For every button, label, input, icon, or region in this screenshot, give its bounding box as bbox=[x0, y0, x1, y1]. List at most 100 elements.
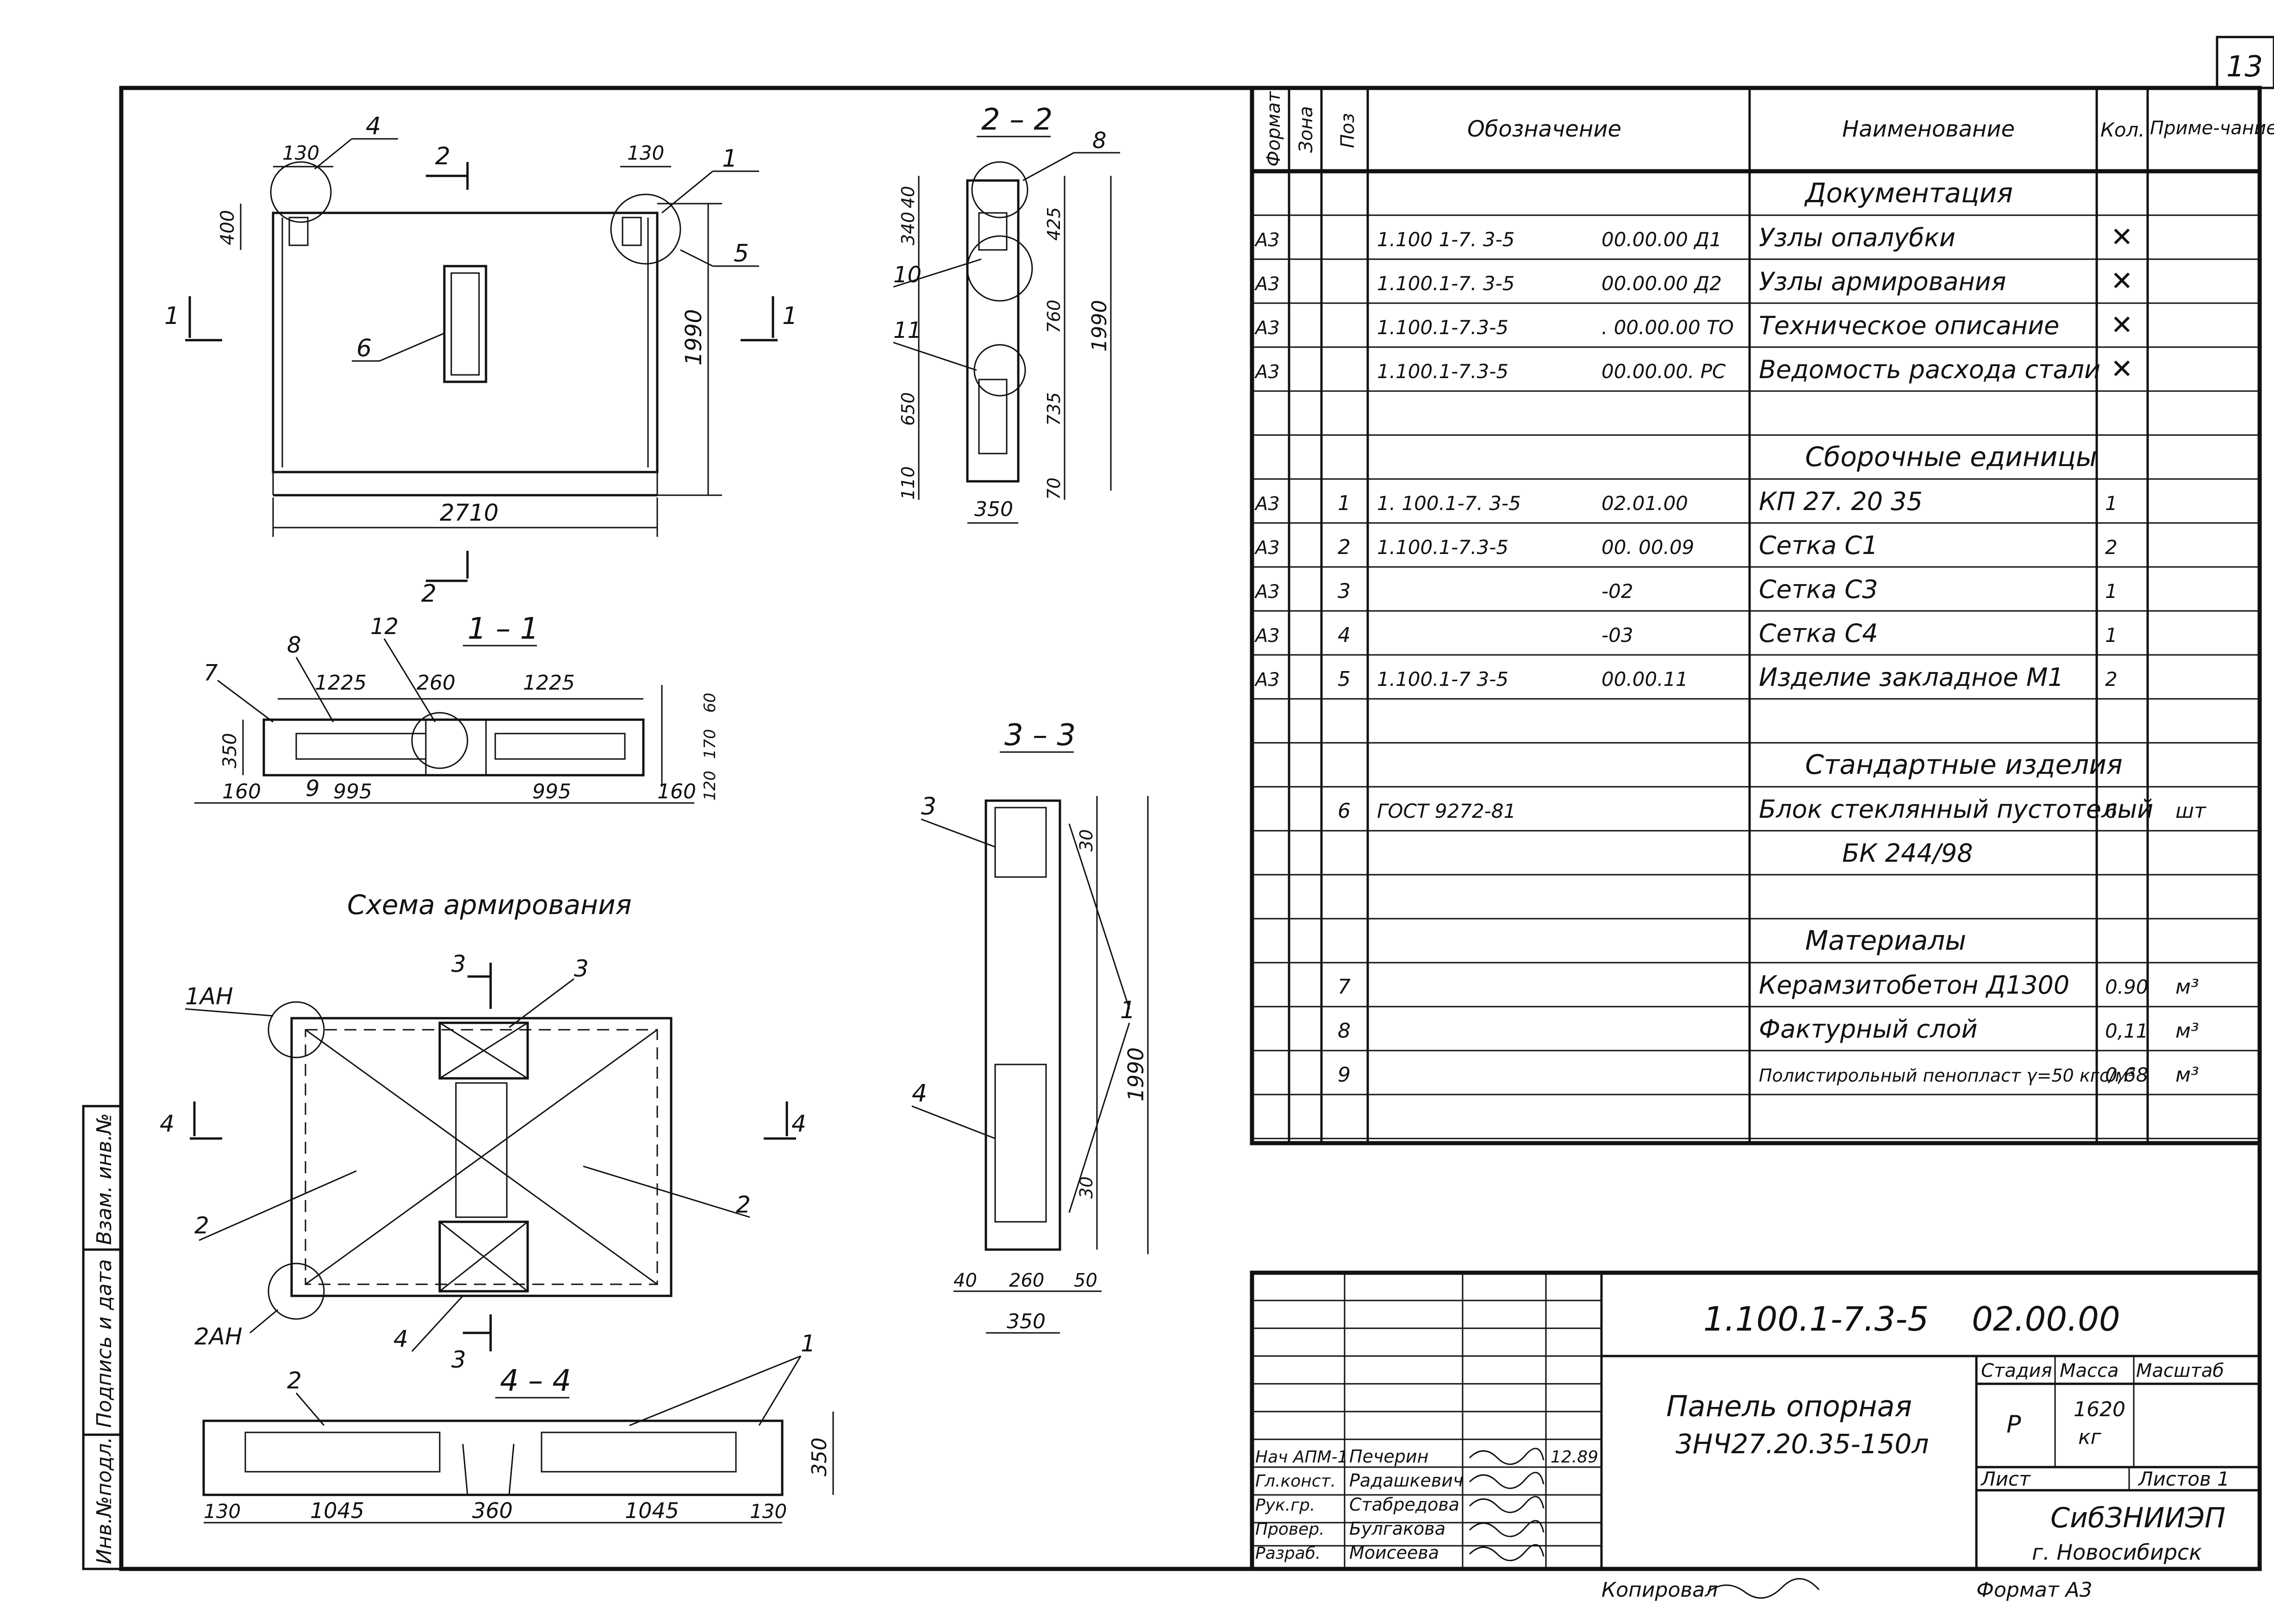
col-pos: Поз bbox=[1337, 113, 1358, 148]
section-1-1: 1 – 1 1225 260 1225 160 995 995 160 350 … bbox=[194, 612, 719, 804]
side-stamp: Инв.№подл. Подпись и дата Взам. инв.№ bbox=[82, 1105, 123, 1570]
signer-name: Моисеева bbox=[1349, 1543, 1439, 1563]
dim-height: 1990 bbox=[681, 309, 707, 366]
spec-row-des1: 1.100.1-7.3-5 bbox=[1377, 316, 1508, 339]
col-designation: Обозначение bbox=[1467, 116, 1621, 142]
col-qty: Кол. bbox=[2100, 118, 2145, 141]
spec-row-format: А3 bbox=[1254, 669, 1280, 691]
spec-row-name: Сетка С4 bbox=[1759, 619, 1878, 648]
s11-dim-r2: 170 bbox=[701, 729, 719, 759]
s22-callout-8: 8 bbox=[1092, 128, 1107, 154]
title-stage-label: Стадия bbox=[1981, 1360, 2052, 1381]
spec-row-name: БК 244/98 bbox=[1842, 839, 1973, 868]
reinf-callout-4: 4 bbox=[393, 1325, 408, 1352]
signature-mark bbox=[1469, 1520, 1545, 1537]
s44-dim-h: 350 bbox=[808, 1437, 831, 1476]
spec-row-name: Ведомость расхода стали bbox=[1759, 355, 2100, 384]
spec-row-format: А3 bbox=[1254, 274, 1280, 295]
reinf-callout-1an: 1АН bbox=[185, 983, 233, 1010]
signature-mark bbox=[1469, 1544, 1545, 1562]
reinf-callout-2-left: 2 bbox=[194, 1212, 209, 1239]
signer-name: Печерин bbox=[1349, 1446, 1428, 1467]
reinf-callout-2an: 2АН bbox=[194, 1323, 243, 1350]
spec-row-pos: 7 bbox=[1338, 975, 1351, 999]
spec-row-format: А3 bbox=[1254, 537, 1280, 559]
spec-row-pos: 1 bbox=[1338, 492, 1351, 515]
title-name-2: 3НЧ27.20.35-150л bbox=[1676, 1428, 1929, 1460]
s33-dim-total: 1990 bbox=[1123, 1047, 1148, 1101]
reinf-section-4-right: 4 bbox=[791, 1110, 806, 1137]
spec-row-format: А3 bbox=[1254, 581, 1280, 603]
spec-row-qty: ✕ bbox=[2111, 353, 2133, 385]
s22-callout-11: 11 bbox=[893, 317, 922, 343]
section-mark-1-left: 1 bbox=[164, 302, 180, 330]
title-scale-label: Масштаб bbox=[2136, 1360, 2224, 1381]
s11-callout-9: 9 bbox=[305, 776, 320, 802]
spec-row-des2: 02.01.00 bbox=[1601, 492, 1688, 515]
spec-row-des2: 00.00.00. РС bbox=[1601, 360, 1726, 383]
spec-row-note: м³ bbox=[2175, 1019, 2199, 1043]
s11-dim-a: 1225 bbox=[315, 671, 367, 695]
title-org-2: г. Новосибирск bbox=[2032, 1540, 2202, 1565]
section-2-2-title: 2 – 2 bbox=[981, 103, 1053, 137]
s11-dim-e: 995 bbox=[333, 780, 372, 803]
s22-dim-g: 110 bbox=[898, 466, 918, 500]
sheet-frame bbox=[119, 86, 2262, 1571]
s11-dim-r1: 60 bbox=[701, 693, 719, 713]
s22-dim-total: 1990 bbox=[1088, 300, 1111, 352]
s44-dim-b: 1045 bbox=[310, 1498, 364, 1523]
s11-dim-f: 995 bbox=[532, 780, 571, 803]
signature-mark bbox=[1469, 1472, 1545, 1489]
spec-row-qty: 1 bbox=[2105, 580, 2118, 603]
title-mass-unit: кг bbox=[2078, 1425, 2102, 1449]
section-1-1-title: 1 – 1 bbox=[467, 612, 539, 646]
s44-dim-c: 360 bbox=[472, 1498, 513, 1523]
spec-row-qty: ✕ bbox=[2111, 265, 2133, 297]
section-3-3-title: 3 – 3 bbox=[1004, 718, 1076, 753]
callout-6: 6 bbox=[356, 335, 372, 362]
section-mark-1-right: 1 bbox=[782, 302, 797, 330]
title-date: 12.89 bbox=[1551, 1448, 1598, 1467]
spec-row-pos: 9 bbox=[1338, 1063, 1351, 1087]
spec-row-note: шт bbox=[2175, 799, 2206, 823]
title-sheets-label: Листов 1 bbox=[2137, 1468, 2230, 1490]
title-sheet-label: Лист bbox=[1980, 1468, 2031, 1490]
section-4-4-title: 4 – 4 bbox=[500, 1364, 571, 1398]
spec-row-qty: 0,68 bbox=[2105, 1064, 2149, 1086]
signer-role: Провер. bbox=[1255, 1520, 1325, 1539]
spec-row-des2: 00.00.00 Д1 bbox=[1601, 228, 1722, 251]
s33-dim-d: 260 bbox=[1009, 1270, 1044, 1291]
section-3-3: 3 – 3 3 1 4 30 30 1990 40 260 50 350 bbox=[911, 718, 1149, 1334]
s11-callout-7: 7 bbox=[204, 660, 218, 686]
s22-dim-c: 425 bbox=[1044, 207, 1064, 241]
spec-row-heading: Материалы bbox=[1805, 925, 1966, 956]
section-2-2: 2 – 2 8 10 11 40 340 650 110 425 760 735… bbox=[893, 103, 1120, 524]
callout-4: 4 bbox=[366, 112, 381, 140]
s22-dim-a: 340 bbox=[898, 212, 918, 245]
spec-row-qty: 1 bbox=[2105, 492, 2118, 515]
spec-row-name: Полистирольный пенопласт γ=50 кгс/м³ bbox=[1759, 1065, 2135, 1086]
signer-role: Нач АПМ-1 bbox=[1255, 1448, 1348, 1467]
s11-dim-g: 160 bbox=[657, 780, 696, 803]
s11-callout-12: 12 bbox=[370, 614, 399, 640]
spec-row-pos: 8 bbox=[1338, 1019, 1351, 1043]
signer-name: Стабредова bbox=[1349, 1494, 1459, 1515]
spec-table: Формат Зона Поз Обозначение Наименование… bbox=[1250, 86, 2274, 1145]
reinf-section-3-top: 3 bbox=[451, 951, 466, 977]
spec-row-des1: 1.100.1-7. 3-5 bbox=[1377, 272, 1515, 295]
copied-signature bbox=[1707, 1578, 1820, 1599]
s33-dim-e: 50 bbox=[1074, 1270, 1097, 1291]
s33-callout-1: 1 bbox=[1120, 996, 1135, 1024]
spec-row-des2: 00. 00.09 bbox=[1601, 536, 1694, 559]
s22-dim-b: 40 bbox=[898, 186, 918, 208]
spec-row-qty: 6 bbox=[2105, 800, 2118, 822]
s44-callout-2: 2 bbox=[287, 1367, 302, 1394]
spec-row-name: Блок стеклянный пустотелый bbox=[1759, 795, 2153, 824]
spec-row-qty: 2 bbox=[2105, 668, 2118, 691]
spec-row-pos: 6 bbox=[1338, 799, 1351, 823]
spec-row-des2: . 00.00.00 ТО bbox=[1601, 316, 1734, 339]
spec-row-des2: -03 bbox=[1601, 624, 1633, 647]
spec-row-name: Керамзитобетон Д1300 bbox=[1759, 971, 2069, 1000]
title-doc-num: 02.00.00 bbox=[1972, 1300, 2120, 1338]
